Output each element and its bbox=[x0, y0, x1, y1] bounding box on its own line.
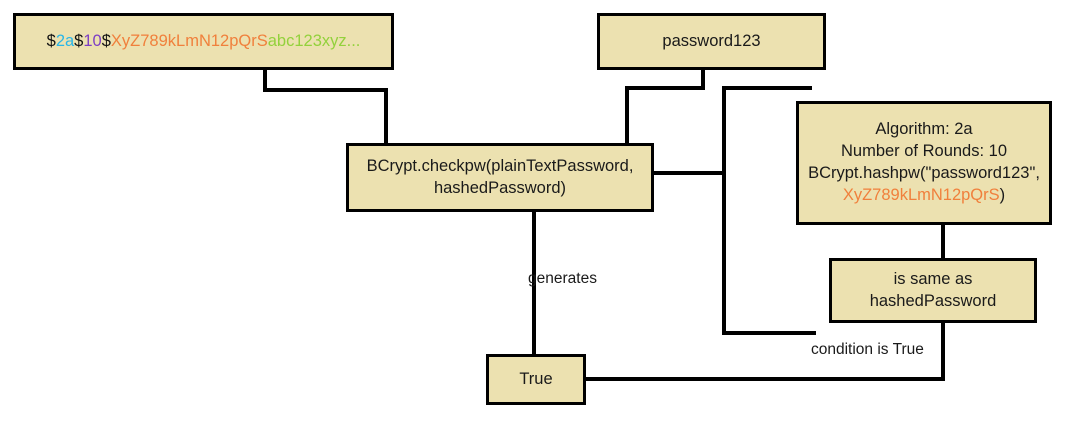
edge-password123-to-checkpw bbox=[625, 70, 705, 143]
hashpw-closing-paren: ) bbox=[999, 185, 1006, 204]
hash-segment-digest: abc123xyz... bbox=[267, 31, 361, 50]
edge-password123-to-algorithm bbox=[722, 86, 816, 335]
edge-label-condition-is-true: condition is True bbox=[811, 341, 924, 358]
hashpw-salt-value: XyZ789kLmN12pQrS bbox=[842, 185, 1000, 204]
edge-hashedpassword-to-checkpw bbox=[263, 70, 388, 143]
bcrypt-checkpw-node[interactable]: BCrypt.checkpw(plainTextPassword, hashed… bbox=[346, 143, 654, 212]
bcrypt-checkpw-line-2: hashedPassword) bbox=[433, 178, 567, 197]
hashpw-call-line: BCrypt.hashpw("password123", bbox=[808, 164, 1040, 182]
hashpw-salt-line: XyZ789kLmN12pQrS) bbox=[805, 185, 1043, 207]
result-true-label: True bbox=[519, 369, 553, 388]
hash-segment-rounds: 10 bbox=[83, 31, 102, 50]
hash-segment-dollar-3: $ bbox=[101, 31, 111, 50]
algorithm-line: Algorithm: 2a bbox=[875, 120, 973, 139]
edge-issameas-to-true bbox=[586, 323, 945, 381]
bcrypt-checkpw-label: BCrypt.checkpw(plainTextPassword, hashed… bbox=[355, 156, 645, 200]
plain-password-label: password123 bbox=[662, 31, 761, 50]
algorithm-details-label: Algorithm: 2a Number of Rounds: 10 BCryp… bbox=[805, 119, 1043, 206]
edge-label-generates: generates bbox=[528, 270, 597, 287]
is-same-as-node[interactable]: is same as hashedPassword bbox=[829, 258, 1037, 323]
result-true-node[interactable]: True bbox=[486, 354, 586, 405]
hash-segment-dollar-2: $ bbox=[74, 31, 84, 50]
hashed-password-text: $2a$10$XyZ789kLmN12pQrSabc123xyz... bbox=[22, 31, 385, 53]
hashed-password-node[interactable]: $2a$10$XyZ789kLmN12pQrSabc123xyz... bbox=[13, 13, 394, 70]
hash-segment-algorithm: 2a bbox=[55, 31, 75, 50]
hash-segment-dollar-1: $ bbox=[46, 31, 56, 50]
plain-password-node[interactable]: password123 bbox=[597, 13, 826, 70]
rounds-line: Number of Rounds: 10 bbox=[840, 142, 1007, 161]
algorithm-details-node[interactable]: Algorithm: 2a Number of Rounds: 10 BCryp… bbox=[796, 101, 1052, 225]
is-same-as-line-2: hashedPassword bbox=[869, 291, 997, 310]
bcrypt-checkpw-line-1: BCrypt.checkpw(plainTextPassword, bbox=[366, 156, 634, 175]
is-same-as-label: is same as hashedPassword bbox=[838, 269, 1028, 313]
is-same-as-line-1: is same as bbox=[893, 269, 973, 288]
hash-segment-salt: XyZ789kLmN12pQrS bbox=[110, 31, 268, 50]
